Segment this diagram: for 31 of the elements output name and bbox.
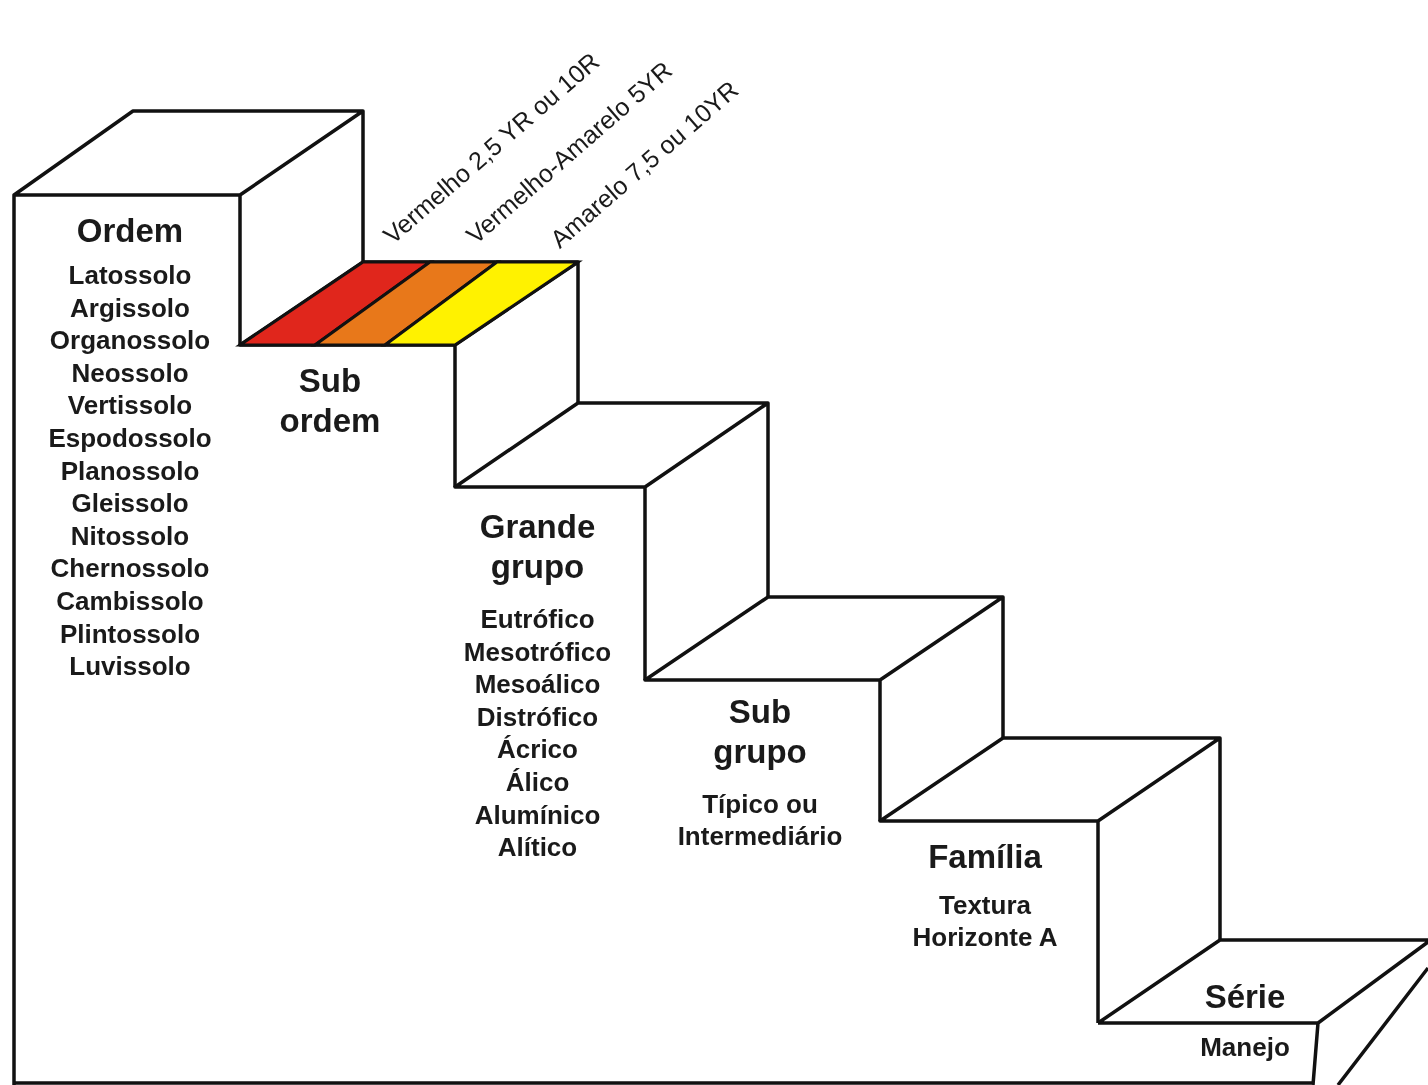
class-label: Latossolo [68, 259, 192, 292]
class-label: Mesoálico [474, 668, 601, 701]
class-label: Álico [505, 765, 570, 799]
class-label: Organossolo [49, 324, 211, 357]
class-label: Neossolo [71, 356, 189, 390]
class-label: Textura [939, 889, 1031, 921]
class-label: Nitossolo [70, 519, 190, 553]
rank-heading: Sub grupo [712, 692, 808, 772]
class-label: Luvissolo [69, 650, 191, 683]
rank-heading: Família [928, 837, 1042, 877]
class-label: Plintossolo [59, 617, 201, 651]
rank-heading: Sub ordem [278, 361, 382, 441]
class-label: Típico ou Intermediário [676, 788, 844, 852]
class-label: Espodossolo [48, 421, 212, 455]
class-label: Manejo [1200, 1031, 1290, 1063]
class-label: Horizonte A [912, 921, 1058, 953]
class-label: Mesotrófico [463, 635, 612, 669]
rank-heading: Série [1204, 977, 1286, 1017]
rank-heading: Grande grupo [478, 507, 597, 587]
class-label: Distrófico [476, 700, 599, 734]
class-label: Planossolo [60, 454, 200, 488]
rank-heading: Ordem [76, 211, 184, 251]
class-label: Eutrófico [480, 603, 595, 636]
class-label: Cambissolo [56, 584, 204, 618]
class-label: Ácrico [497, 733, 578, 766]
class-label: Alumínico [474, 798, 601, 832]
class-label: Gleissolo [71, 487, 189, 520]
class-label: Vertissolo [67, 389, 193, 422]
class-label: Argissolo [70, 291, 190, 325]
class-label: Chernossolo [50, 552, 210, 585]
class-label: Alítico [497, 831, 578, 864]
